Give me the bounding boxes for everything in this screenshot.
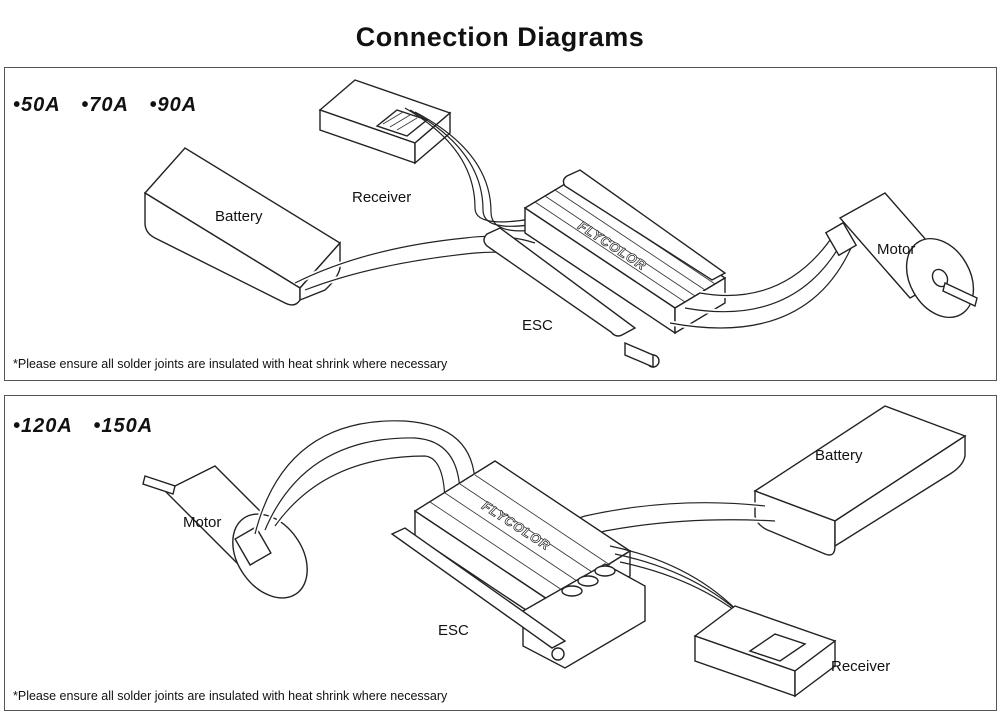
battery-pack-icon [753, 405, 967, 556]
battery-label: Battery [815, 447, 863, 464]
diagram-panel-50-90a: FLYCOLOR •50A •70A •90A Battery Receiver… [4, 67, 997, 381]
esc-icon: FLYCOLOR [390, 460, 646, 669]
motor-icon [142, 465, 308, 599]
variant-label: •90A [149, 94, 198, 116]
variant-label: •70A [81, 94, 129, 116]
variant-list: •120A •150A [13, 415, 167, 438]
variant-label: •120A [13, 415, 73, 437]
variant-label: •150A [93, 415, 154, 437]
esc-icon: FLYCOLOR [483, 169, 727, 369]
diagram-panel-120-150a: FLYCOLOR •120A •150A Motor Battery ESC R… [4, 395, 997, 711]
receiver-label: Receiver [831, 658, 891, 675]
motor-label: Motor [183, 514, 222, 531]
connection-illustration: FLYCOLOR [143, 79, 978, 369]
battery-pack-icon [143, 147, 342, 306]
insulation-note: *Please ensure all solder joints are ins… [13, 689, 448, 703]
esc-label: ESC [438, 622, 469, 639]
receiver-label: Receiver [352, 189, 412, 206]
insulation-note: *Please ensure all solder joints are ins… [13, 357, 448, 371]
motor-icon [824, 192, 978, 319]
esc-label: ESC [522, 317, 553, 334]
variant-label: •50A [13, 94, 61, 116]
receiver-icon [693, 605, 837, 698]
connection-illustration: FLYCOLOR [142, 405, 967, 698]
receiver-icon [318, 79, 452, 165]
motor-label: Motor [877, 241, 916, 258]
page-title: Connection Diagrams [355, 22, 645, 52]
battery-label: Battery [215, 208, 263, 225]
variant-list: •50A •70A •90A [13, 94, 211, 117]
